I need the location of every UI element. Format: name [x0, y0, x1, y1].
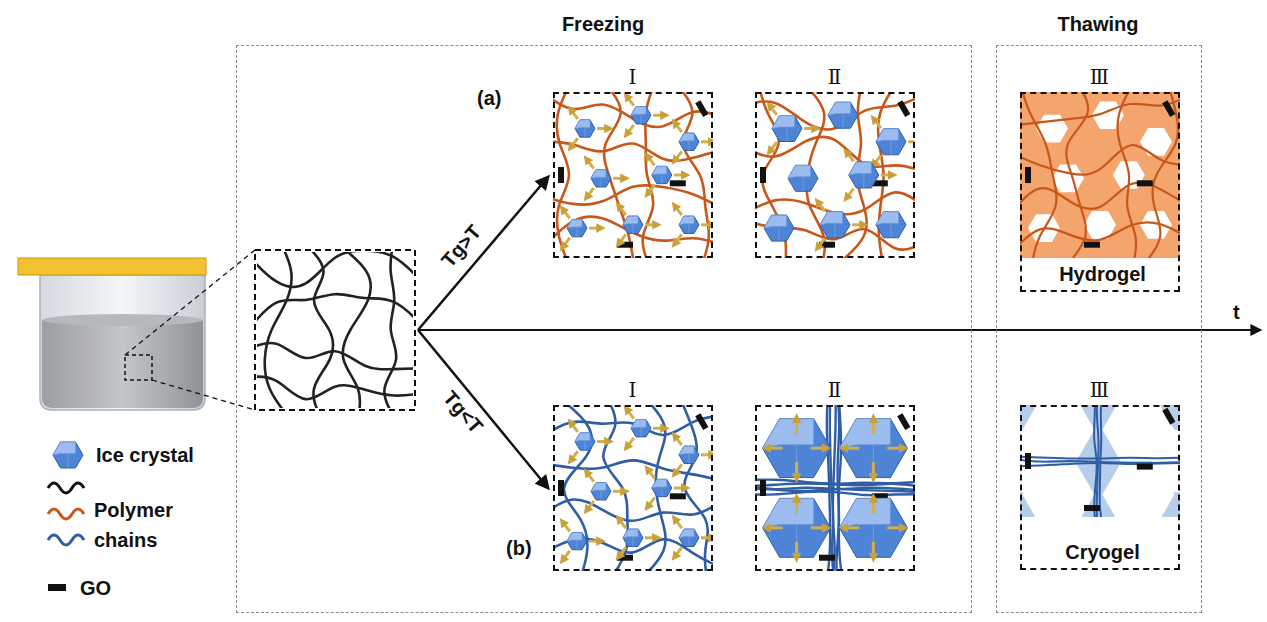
panel-tag: (a): [477, 86, 501, 110]
stage-region: FreezingⅠⅡⅠⅡ: [236, 45, 972, 613]
legend-text: GO: [80, 573, 140, 603]
panel-illustration: [755, 405, 915, 571]
stage-number: Ⅱ: [828, 378, 842, 402]
stage-region: ThawingⅢHydrogelⅢCryogel: [996, 45, 1202, 613]
legend-text: Polymer chains: [94, 495, 186, 555]
panel-illustration: [1020, 405, 1180, 517]
panel-illustration: [755, 92, 915, 258]
condition-label: Tg>T: [435, 218, 487, 273]
panel-tag: (b): [506, 536, 532, 560]
stage-number: Ⅲ: [1090, 65, 1109, 89]
condition-label: Tg<T: [437, 384, 489, 439]
stage-number: Ⅰ: [629, 65, 637, 89]
legend-text: Ice crystal: [96, 440, 236, 470]
jar: [18, 250, 255, 410]
stage-panel: ⅢCryogel: [1020, 405, 1180, 570]
stage-panel: Ⅰ: [553, 92, 713, 258]
stage-heading: Thawing: [1057, 12, 1138, 36]
axis-label: t: [1233, 300, 1240, 324]
branch-arrow: [418, 177, 548, 330]
stage-panel: Ⅱ: [755, 405, 915, 571]
time-axis: [418, 329, 1260, 331]
panel-illustration: [257, 252, 413, 408]
result-label: Cryogel: [1062, 540, 1142, 564]
panel-illustration: [553, 92, 713, 258]
stage-number: Ⅲ: [1090, 378, 1109, 402]
branch-arrow: [418, 330, 548, 488]
result-label: Hydrogel: [1056, 262, 1149, 286]
stage-panel: Ⅱ: [755, 92, 915, 258]
legend-icons: [48, 442, 84, 591]
panel-illustration: [553, 405, 713, 571]
stage-number: Ⅱ: [828, 65, 842, 89]
stage-number: Ⅰ: [629, 378, 637, 402]
stage-panel: ⅢHydrogel: [1020, 92, 1180, 292]
panel-illustration: [1020, 92, 1180, 258]
stage-panel: Ⅰ: [553, 405, 713, 571]
stage-heading: Freezing: [562, 12, 644, 36]
